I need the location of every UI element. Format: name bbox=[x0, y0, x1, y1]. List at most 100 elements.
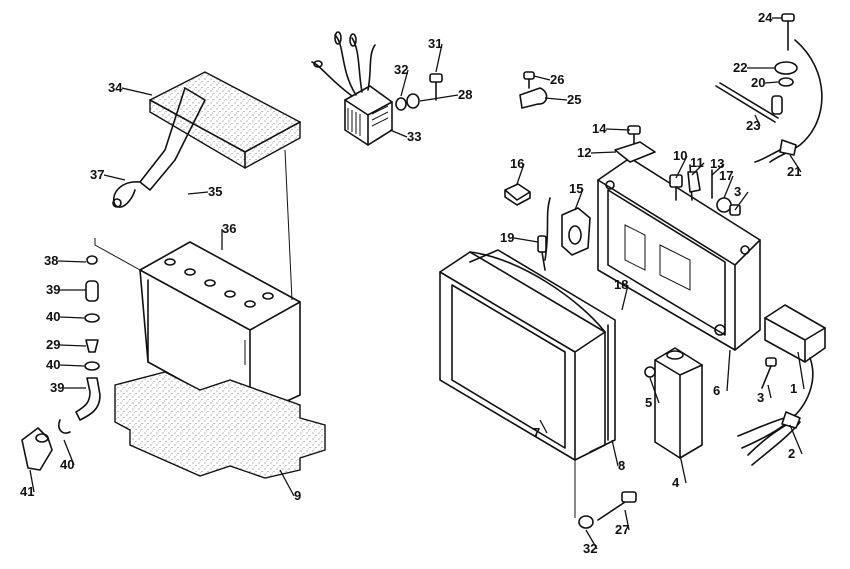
callout-leader-c32a bbox=[400, 69, 409, 97]
ignition-module-part bbox=[644, 347, 703, 459]
battery-cover-part bbox=[112, 71, 301, 208]
battery-mat-part bbox=[114, 371, 326, 479]
rubber-pad-part bbox=[504, 183, 531, 206]
callout-c34: 34 bbox=[108, 80, 123, 95]
callout-leader-c18 bbox=[621, 284, 629, 311]
callout-leader-c32b bbox=[585, 529, 598, 550]
callout-leader-c28 bbox=[419, 94, 459, 102]
callout-c25: 25 bbox=[567, 92, 581, 107]
callout-c32b: 32 bbox=[583, 541, 597, 556]
callout-leader-c16 bbox=[516, 163, 525, 185]
housing-cover-part bbox=[439, 251, 606, 461]
callout-c40b: 40 bbox=[46, 357, 60, 372]
callout-c24: 24 bbox=[758, 10, 773, 25]
callout-c39a: 39 bbox=[46, 282, 60, 297]
callout-c1: 1 bbox=[790, 381, 797, 396]
callout-leader-c19 bbox=[513, 237, 539, 243]
callout-leader-c6 bbox=[726, 349, 731, 392]
callout-leader-c31 bbox=[435, 43, 443, 73]
callout-c21: 21 bbox=[787, 164, 801, 179]
callout-c18: 18 bbox=[614, 277, 628, 292]
clamp-part bbox=[519, 71, 548, 109]
housing-small-parts bbox=[614, 125, 741, 216]
callout-leader-c13 bbox=[711, 163, 725, 176]
callout-leader-c3a bbox=[767, 384, 772, 399]
callout-c22: 22 bbox=[733, 60, 747, 75]
callout-c23: 23 bbox=[746, 118, 760, 133]
callout-c41: 41 bbox=[20, 484, 34, 499]
callout-leader-c23 bbox=[754, 114, 761, 127]
callout-c3b: 3 bbox=[734, 184, 741, 199]
callout-leader-c5 bbox=[649, 377, 660, 404]
callout-c37: 37 bbox=[90, 167, 104, 182]
callout-c39b: 39 bbox=[50, 380, 64, 395]
callout-leader-c37 bbox=[103, 174, 126, 181]
breather-tube-parts bbox=[21, 255, 101, 471]
callout-c4: 4 bbox=[672, 475, 680, 490]
housing-bolts bbox=[761, 357, 777, 389]
callout-leader-c17 bbox=[723, 175, 734, 199]
callout-leader-c14 bbox=[605, 128, 631, 131]
callout-leader-c11 bbox=[691, 162, 705, 176]
callout-c27: 27 bbox=[615, 522, 629, 537]
callout-c16: 16 bbox=[510, 156, 524, 171]
callout-leader-c25 bbox=[544, 97, 568, 101]
callout-leader-c41 bbox=[29, 469, 35, 493]
callout-leader-c2 bbox=[789, 424, 803, 455]
callout-leader-c7 bbox=[539, 419, 548, 434]
callout-c35: 35 bbox=[208, 184, 222, 199]
callout-leader-c15 bbox=[574, 188, 584, 211]
callout-c8: 8 bbox=[618, 458, 625, 473]
harness-block-part bbox=[737, 304, 826, 466]
callout-c11: 11 bbox=[690, 155, 704, 170]
callout-c17: 17 bbox=[719, 168, 733, 183]
callout-leader-c40b bbox=[59, 364, 85, 367]
callout-leader-c34 bbox=[121, 87, 153, 96]
callout-leader-c40a bbox=[59, 316, 85, 319]
callout-c33: 33 bbox=[407, 129, 421, 144]
fuse-holder-part bbox=[537, 197, 591, 271]
callout-c36: 36 bbox=[222, 221, 236, 236]
callout-c13: 13 bbox=[710, 156, 724, 171]
callout-c19: 19 bbox=[500, 230, 514, 245]
callout-leader-c27 bbox=[624, 509, 630, 531]
regulator-fasteners bbox=[395, 73, 443, 111]
callout-c14: 14 bbox=[592, 121, 607, 136]
callout-leader-c12 bbox=[590, 151, 617, 154]
callout-leader-c10 bbox=[675, 155, 688, 179]
callout-leader-c1 bbox=[797, 351, 805, 390]
gasket-part bbox=[469, 249, 616, 453]
callout-leader-c21 bbox=[789, 154, 802, 173]
callout-c32a: 32 bbox=[394, 62, 408, 77]
callout-leader-c40c bbox=[63, 439, 75, 466]
callout-c5: 5 bbox=[645, 395, 652, 410]
callout-c40c: 40 bbox=[60, 457, 74, 472]
callout-c26: 26 bbox=[550, 72, 564, 87]
callout-c40a: 40 bbox=[46, 309, 60, 324]
callout-c15: 15 bbox=[569, 181, 583, 196]
callout-leader-c38 bbox=[57, 260, 87, 263]
callout-c7: 7 bbox=[533, 425, 540, 440]
callout-leader-c20 bbox=[764, 81, 779, 84]
callout-c12: 12 bbox=[577, 145, 591, 160]
callout-c9: 9 bbox=[294, 488, 301, 503]
cable-assembly-part bbox=[715, 13, 823, 163]
callout-c38: 38 bbox=[44, 253, 58, 268]
battery-part bbox=[139, 241, 301, 419]
callout-leader-c8 bbox=[611, 439, 619, 467]
callout-c3a: 3 bbox=[757, 390, 764, 405]
callout-leader-c33 bbox=[389, 129, 408, 138]
callout-c10: 10 bbox=[673, 148, 687, 163]
callout-leader-c3b bbox=[734, 191, 749, 211]
callout-c2: 2 bbox=[788, 446, 795, 461]
callout-c20: 20 bbox=[751, 75, 765, 90]
callout-c29: 29 bbox=[46, 337, 60, 352]
callout-leader-c26 bbox=[533, 75, 551, 81]
regulator-part bbox=[311, 31, 393, 146]
bottom-fasteners bbox=[574, 450, 637, 529]
callout-c6: 6 bbox=[713, 383, 720, 398]
callout-leader-c35 bbox=[187, 191, 209, 195]
callout-c31: 31 bbox=[428, 36, 442, 51]
